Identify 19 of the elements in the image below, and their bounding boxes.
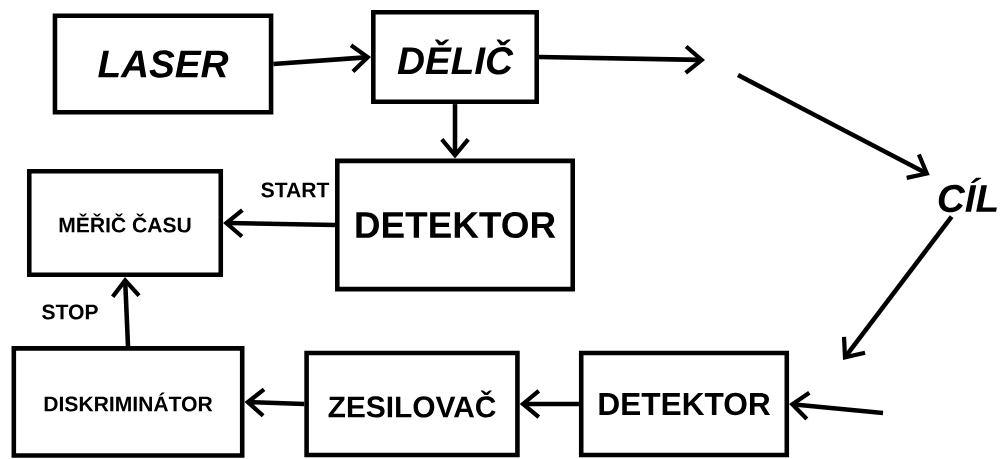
block-box: LASER xyxy=(52,13,274,115)
block-box: DETEKTOR xyxy=(578,350,790,458)
arrow xyxy=(111,277,141,347)
block-box: DĚLIČ xyxy=(371,9,539,105)
arrow xyxy=(273,43,372,74)
arrow xyxy=(736,72,930,180)
block-box: DETEKTOR xyxy=(335,158,575,292)
target-label: CÍL xyxy=(938,177,997,213)
edge-label: START xyxy=(258,180,332,200)
block-box: DISKRIMINÁTOR xyxy=(11,346,245,458)
arrow xyxy=(841,215,954,360)
edge-label: STOP xyxy=(39,302,101,322)
block-box: ZESILOVAČ xyxy=(304,350,520,458)
arrow xyxy=(789,390,884,421)
block-box: MĚŘIČ ČASU xyxy=(26,168,224,278)
arrow xyxy=(519,389,579,419)
arrow xyxy=(223,208,336,239)
arrow xyxy=(538,44,705,75)
arrow xyxy=(244,387,305,418)
